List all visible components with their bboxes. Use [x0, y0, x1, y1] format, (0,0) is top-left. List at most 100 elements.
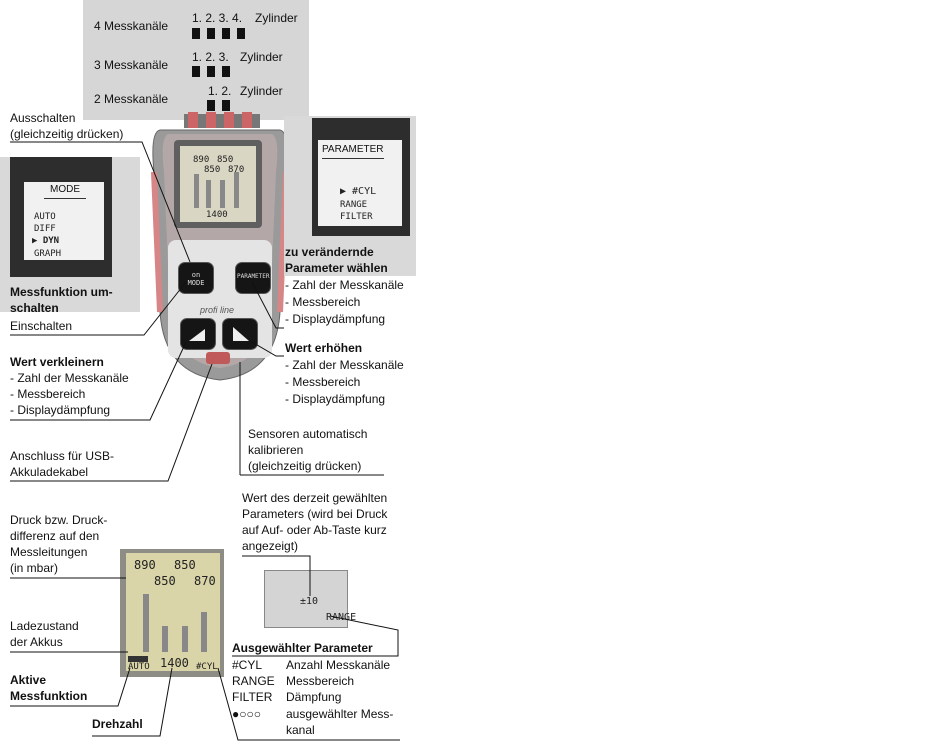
callout-wert-des: angezeigt) [242, 539, 299, 553]
device-screen-value: 850 [204, 165, 221, 175]
callout-wert-des: Wert des derzeit gewählten [242, 491, 388, 505]
brand-label: profi line [200, 305, 235, 315]
connector-row-4-label: 4 Messkanäle [94, 19, 169, 33]
small-screen [264, 570, 348, 628]
device-screen-value: 890 [193, 155, 210, 165]
pressure-bar [143, 594, 149, 652]
big-screen-mode: AUTO [128, 662, 150, 672]
callout-verkleinern-list: - Displaydämpfung [10, 403, 111, 417]
callout-usb-2: Akkuladekabel [10, 465, 89, 479]
callout-wert-des: Parameters (wird bei Druck [242, 507, 388, 521]
callout-verkleinern-list: - Messbereich [10, 387, 86, 401]
callout-parameter-2: Parameter wählen [285, 261, 388, 275]
small-screen-label: RANGE [326, 612, 357, 623]
callout-ausschalten-1: Ausschalten [10, 111, 76, 125]
connector-icon [237, 28, 245, 39]
parameter-screen-item: FILTER [340, 212, 373, 222]
callout-parameter-list: - Displaydämpfung [285, 312, 386, 326]
parameter-screen-item: RANGE [340, 200, 368, 210]
big-screen-param: #CYL [196, 662, 218, 672]
parameter-table-desc: Dämpfung [286, 690, 342, 704]
big-screen-top-value: 890 [134, 558, 156, 572]
big-screen-mid-value: 850 [154, 574, 176, 588]
connector-icon [207, 66, 215, 77]
big-screen-mid-value: 870 [194, 574, 216, 588]
connector-icon [192, 66, 200, 77]
parameter-table-key: ●○○○ [232, 707, 261, 721]
parameter-table-key: #CYL [232, 658, 263, 672]
connector-row-3-suffix: Zylinder [240, 50, 283, 64]
parameter-screen-item: ▶ #CYL [340, 186, 377, 197]
pressure-bar [201, 612, 207, 652]
callout-verkleinern-title: Wert verkleinern [10, 355, 104, 369]
parameter-screen-inner [318, 140, 402, 226]
parameter-table-key: FILTER [232, 690, 273, 704]
callout-parameter-list: - Messbereich [285, 295, 361, 309]
callout-einschalten: Einschalten [10, 319, 73, 333]
mode-key[interactable]: on MODE [178, 262, 214, 294]
parameter-table-desc-cont: kanal [286, 723, 315, 737]
mode-screen-item: GRAPH [34, 249, 62, 259]
callout-ladezustand: Ladezustand [10, 619, 79, 633]
callout-druck: (in mbar) [10, 561, 59, 575]
parameter-screen-title: PARAMETER [322, 142, 384, 159]
callout-ladezustand: der Akkus [10, 635, 63, 649]
parameter-table-key: RANGE [232, 674, 275, 688]
callout-drehzahl: Drehzahl [92, 717, 143, 731]
mode-screen-inner [24, 182, 104, 260]
increase-icon [233, 327, 249, 341]
connector-icon [222, 66, 230, 77]
decrease-icon [189, 329, 205, 341]
up-key[interactable] [222, 318, 258, 350]
callout-druck: Druck bzw. Druck- [10, 513, 108, 527]
battery-icon [128, 656, 148, 662]
connector-icon [192, 28, 200, 39]
big-screen-rpm: 1400 [160, 656, 189, 670]
callout-erhoehen-list: - Displaydämpfung [285, 392, 386, 406]
callout-usb-1: Anschluss für USB- [10, 449, 115, 463]
parameter-table-desc: Messbereich [286, 674, 355, 688]
device-screen-rpm: 1400 [206, 210, 228, 220]
callout-messfunktion-1: Messfunktion um- [10, 285, 113, 299]
connector-icon [207, 100, 215, 111]
big-screen-top-value: 850 [174, 558, 196, 572]
connector-row-4-numbers: 1. 2. 3. 4. [192, 11, 243, 25]
mode-screen-item: ▶ DYN [32, 236, 60, 246]
mode-screen-item: DIFF [34, 224, 56, 234]
callout-wert-des: auf Auf- oder Ab-Taste kurz [242, 523, 387, 537]
device-screen-value: 850 [217, 155, 234, 165]
connector-row-2-label: 2 Messkanäle [94, 92, 169, 106]
down-key[interactable] [180, 318, 216, 350]
parameter-table-desc: ausgewählter Mess- [286, 707, 394, 721]
small-screen-value: ±10 [300, 596, 319, 607]
callout-erhoehen-list: - Zahl der Messkanäle [285, 358, 404, 372]
callout-erhoehen-list: - Messbereich [285, 375, 361, 389]
callout-ausschalten-2: (gleichzeitig drücken) [10, 127, 124, 141]
callout-aktive: Messfunktion [10, 689, 88, 703]
device-screen-value: 870 [228, 165, 245, 175]
connector-row-3-numbers: 1. 2. 3. [192, 50, 229, 64]
callout-druck: differenz auf den [10, 529, 100, 543]
callout-verkleinern-list: - Zahl der Messkanäle [10, 371, 129, 385]
connector-icon [207, 28, 215, 39]
connector-row-2-numbers: 1. 2. [208, 84, 232, 98]
connector-panel [83, 0, 309, 120]
mode-screen-item: AUTO [34, 212, 56, 222]
callout-parameter-list: - Zahl der Messkanäle [285, 278, 404, 292]
pressure-bar [162, 626, 168, 652]
parameter-table-desc: Anzahl Messkanäle [286, 658, 391, 672]
parameter-key[interactable]: PARAMETER [235, 262, 271, 294]
connector-row-3-label: 3 Messkanäle [94, 58, 169, 72]
callout-sensoren-3: (gleichzeitig drücken) [248, 459, 362, 473]
mode-screen-title: MODE [44, 182, 86, 199]
usb-port [206, 352, 230, 364]
parameter-table-title: Ausgewählter Parameter [232, 641, 373, 655]
connector-row-2-suffix: Zylinder [240, 84, 283, 98]
connector-icon [222, 100, 230, 111]
pressure-bar [182, 626, 188, 652]
callout-parameter-1: zu verändernde [285, 245, 374, 259]
callout-messfunktion-2: schalten [10, 301, 59, 315]
callout-aktive: Aktive [10, 673, 47, 687]
connector-row-4-suffix: Zylinder [255, 11, 298, 25]
